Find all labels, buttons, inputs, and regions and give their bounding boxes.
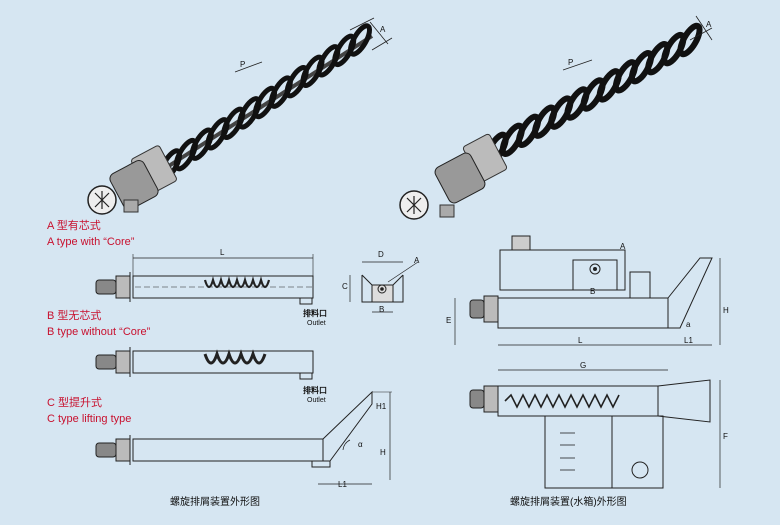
dim-h1-type-c: H1 bbox=[376, 402, 387, 411]
tank-plan-view bbox=[469, 369, 721, 489]
caption-left: 螺旋排屑装置外形图 bbox=[170, 497, 260, 508]
dim-a-top-right: A bbox=[706, 20, 712, 29]
screw-flight-coil bbox=[347, 23, 373, 57]
dim-alpha: α bbox=[358, 440, 363, 449]
dimension-a-top-left bbox=[349, 17, 393, 51]
dim-c: C bbox=[342, 282, 348, 291]
dim-l1-type-c: L1 bbox=[338, 480, 347, 489]
tank-elevation-view bbox=[454, 235, 721, 346]
dim-p-top-left: P bbox=[240, 60, 246, 69]
dim-e-tank: E bbox=[446, 316, 452, 325]
type-a-side-view bbox=[95, 254, 314, 305]
outlet-label-cn-b: 排料口 bbox=[303, 386, 327, 395]
cross-section-view bbox=[349, 261, 419, 313]
type-a-english-label: A type with “Core” bbox=[47, 236, 135, 248]
type-c-side-view bbox=[95, 390, 392, 485]
dim-g-tank: G bbox=[580, 361, 587, 370]
dim-a-section: A bbox=[414, 256, 420, 265]
caption-right: 螺旋排屑装置(水箱)外形图 bbox=[510, 497, 627, 508]
dim-h-type-c: H bbox=[380, 448, 386, 457]
type-a-chinese-label: A 型有芯式 bbox=[47, 220, 101, 232]
dim-a-tank: A bbox=[620, 242, 626, 251]
outlet-label-cn-a: 排料口 bbox=[303, 309, 327, 318]
dim-l-tank: L bbox=[578, 336, 583, 345]
dim-l1-tank: L1 bbox=[684, 336, 693, 345]
dimension-p-top-right bbox=[562, 59, 593, 71]
outlet-label-en-a: Outlet bbox=[307, 320, 326, 327]
dim-b-tank: B bbox=[590, 287, 596, 296]
dim-h-tank: H bbox=[723, 306, 729, 315]
type-b-side-view bbox=[95, 347, 314, 380]
dim-a-angle-tank: a bbox=[686, 320, 691, 329]
type-b-english-label: B type without “Core” bbox=[47, 326, 151, 338]
type-c-chinese-label: C 型提升式 bbox=[47, 397, 102, 409]
dim-d: D bbox=[378, 250, 384, 259]
dim-a-top-left: A bbox=[380, 25, 386, 34]
dimension-a-top-right bbox=[689, 15, 713, 41]
dim-l-type-a: L bbox=[220, 248, 225, 257]
screw-flight-coil bbox=[677, 22, 703, 58]
screw-3d-with-core bbox=[87, 23, 374, 215]
dimension-p-top-left bbox=[234, 61, 263, 73]
dim-f-tank: F bbox=[723, 432, 728, 441]
screw-3d-without-core bbox=[399, 22, 703, 220]
outlet-label-en-b: Outlet bbox=[307, 397, 326, 404]
dim-p-top-right: P bbox=[568, 58, 574, 67]
type-b-chinese-label: B 型无芯式 bbox=[47, 310, 102, 322]
dim-b: B bbox=[379, 305, 385, 314]
type-c-english-label: C type lifting type bbox=[47, 413, 132, 425]
